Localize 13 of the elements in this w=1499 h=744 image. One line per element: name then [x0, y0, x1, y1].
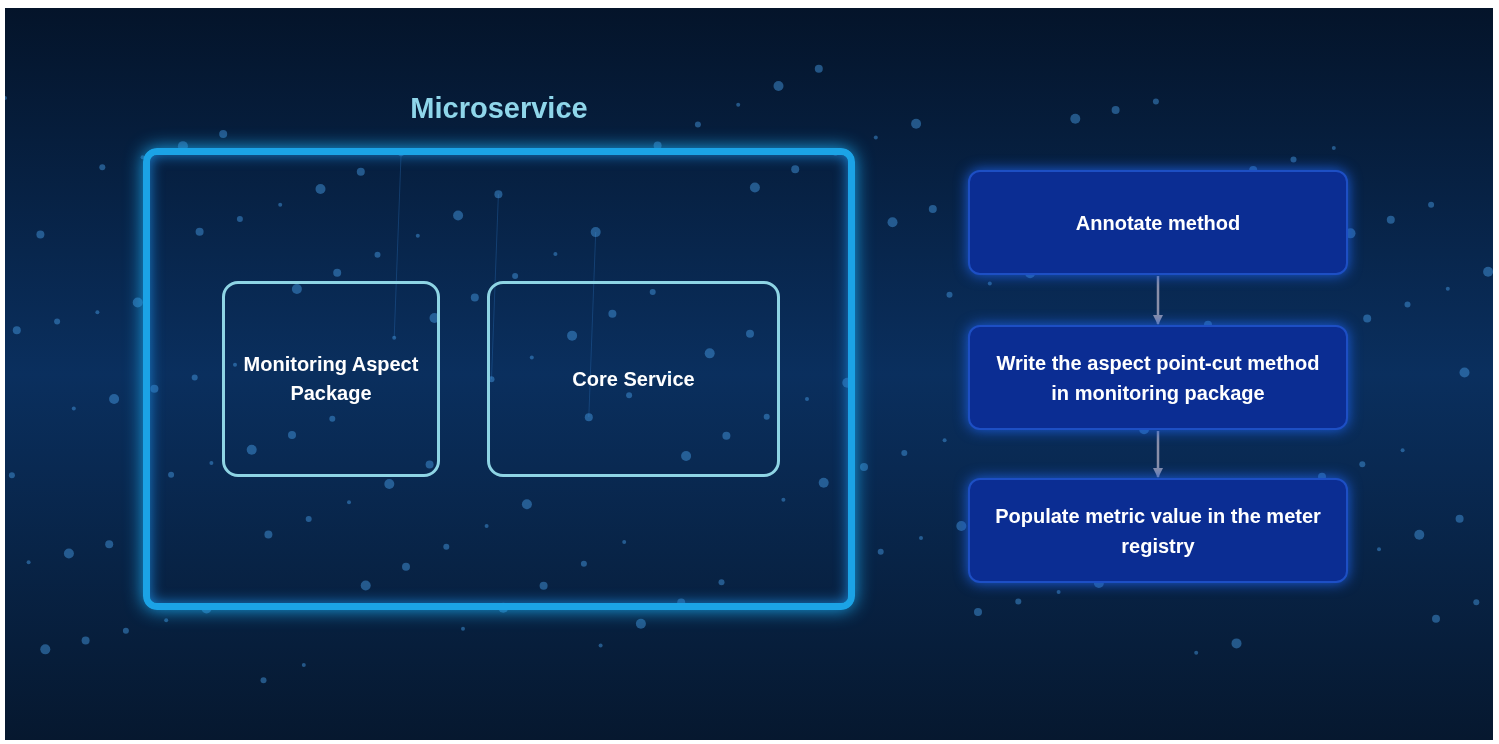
box-label: Core Service [572, 366, 695, 392]
container-title: Microservice [409, 92, 589, 125]
box-label: Write the aspect point-cut method in monitoring package [995, 350, 1321, 406]
process-box [968, 325, 1348, 430]
box-label: Monitoring Aspect Package [242, 352, 420, 406]
arrow [1153, 431, 1163, 478]
box-label: Annotate method [1075, 210, 1241, 236]
component-box [487, 281, 780, 477]
arrow [1153, 276, 1163, 325]
component-box [222, 281, 440, 477]
box-label: Populate metric value in the meter registry [994, 503, 1322, 559]
process-box [968, 170, 1348, 275]
process-box [968, 478, 1348, 583]
